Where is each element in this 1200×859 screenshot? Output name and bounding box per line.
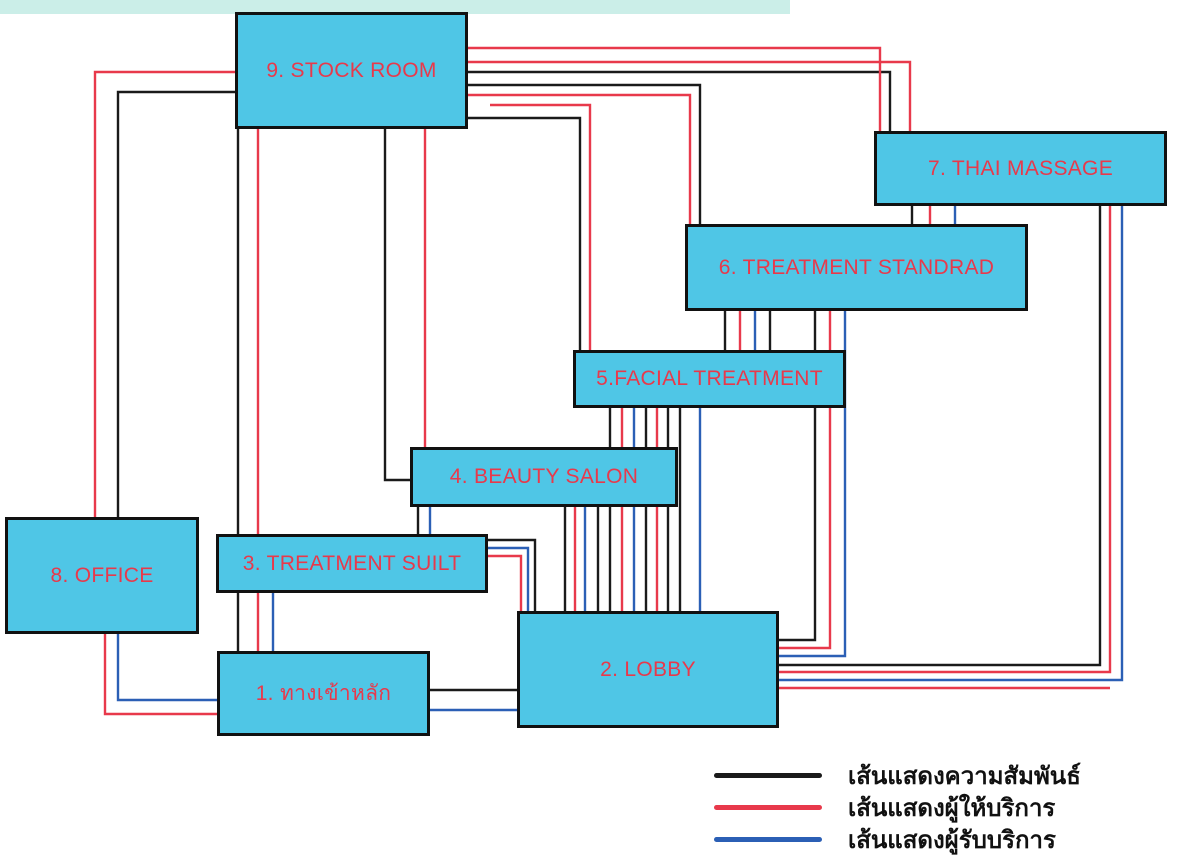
relation-line xyxy=(488,538,537,611)
room-label: 7. THAI MASSAGE xyxy=(928,156,1113,180)
provider-line xyxy=(468,93,692,224)
room-lobby: 2. LOBBY xyxy=(517,611,779,728)
room-label: 2. LOBBY xyxy=(600,657,696,681)
room-label: 4. BEAUTY SALON xyxy=(449,465,639,488)
relation-line xyxy=(468,116,582,350)
room-label: 5.FACIAL TREATMENT xyxy=(596,367,823,390)
relation-line xyxy=(468,83,702,224)
room-stock-room: 9. STOCK ROOM xyxy=(235,12,468,129)
watermark-band xyxy=(0,0,790,14)
room-thai-massage: 7. THAI MASSAGE xyxy=(874,131,1167,206)
provider-line xyxy=(468,46,882,131)
provider-line xyxy=(468,60,912,131)
room-label: 9. STOCK ROOM xyxy=(266,58,437,82)
legend-item-provider: เส้นแสดงผู้ให้บริการ xyxy=(714,788,1055,827)
room-office: 8. OFFICE xyxy=(5,517,199,634)
relation-line xyxy=(779,206,1102,667)
room-label: 8. OFFICE xyxy=(50,563,154,587)
legend-line-blue xyxy=(714,837,822,842)
provider-line xyxy=(779,311,832,650)
room-main-entrance: 1. ทางเข้าหลัก xyxy=(217,651,430,736)
room-treatment-suit: 3. TREATMENT SUILT xyxy=(216,534,488,593)
relation-line xyxy=(468,70,892,131)
legend-line-black xyxy=(714,773,822,778)
legend-label: เส้นแสดงความสัมพันธ์ xyxy=(848,762,1081,790)
room-beauty-salon: 4. BEAUTY SALON xyxy=(410,447,678,507)
room-label: 3. TREATMENT SUILT xyxy=(242,551,462,575)
room-facial-treatment: 5.FACIAL TREATMENT xyxy=(573,350,846,408)
legend-label: เส้นแสดงผู้ให้บริการ xyxy=(848,794,1056,822)
provider-line xyxy=(103,634,217,716)
provider-line xyxy=(779,206,1112,674)
relation-line xyxy=(779,311,817,642)
customer-line xyxy=(779,311,847,658)
room-treatment-standard: 6. TREATMENT STANDRAD xyxy=(685,224,1028,311)
provider-line xyxy=(488,554,523,611)
room-label: 1. ทางเข้าหลัก xyxy=(255,682,392,705)
relation-line xyxy=(116,90,235,517)
relation-line xyxy=(383,129,410,482)
customer-line xyxy=(116,634,217,702)
customer-line xyxy=(488,546,530,611)
provider-line xyxy=(490,103,592,350)
legend-item-customer: เส้นแสดงผู้รับบริการ xyxy=(714,820,1056,859)
legend-item-relation: เส้นแสดงความสัมพันธ์ xyxy=(714,756,1081,795)
legend-line-red xyxy=(714,805,822,810)
room-label: 6. TREATMENT STANDRAD xyxy=(718,255,995,279)
legend-label: เส้นแสดงผู้รับบริการ xyxy=(848,826,1056,854)
customer-line xyxy=(779,206,1124,682)
provider-line xyxy=(93,70,235,517)
